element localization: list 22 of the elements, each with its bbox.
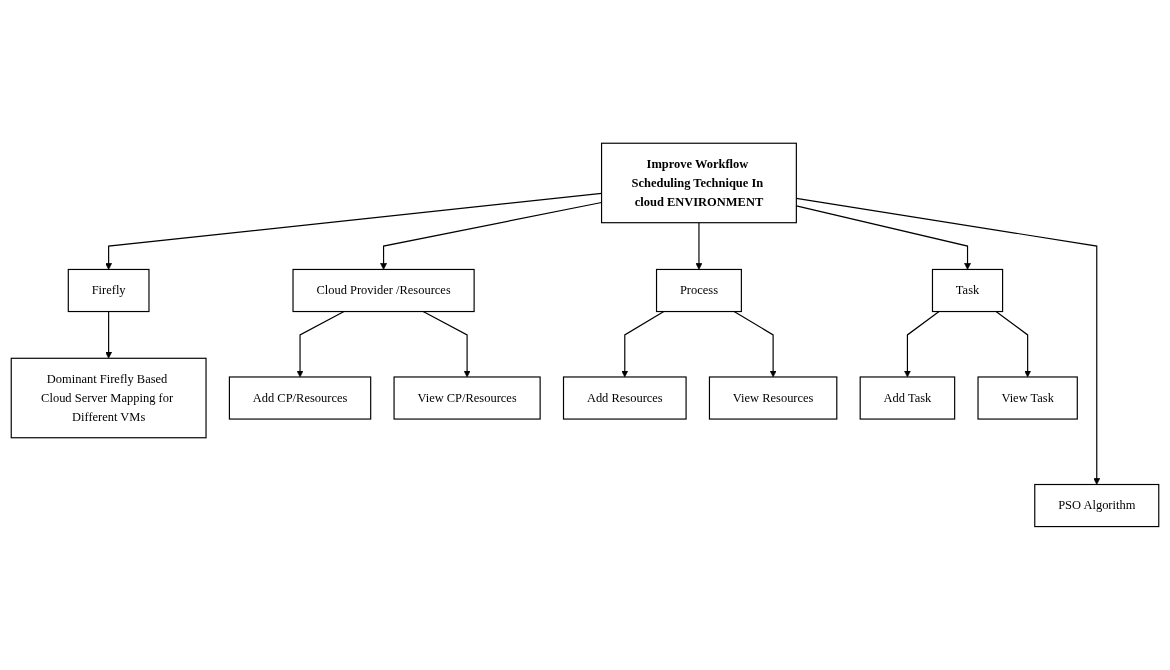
arrow	[904, 311, 940, 378]
node-box	[67, 268, 150, 313]
diagram: Improve Workflow Scheduling Technique In cloud ENVIRONMENT Firefly Cloud Provider /Resources Process Task Dominant Firefly Based Cloud Server Mapping for Different VMs Add CP/Resources View CP/Resources Add Resources View Resources Add Task View Task PSO Algorithm	[5, 137, 1165, 533]
arrow	[621, 311, 665, 378]
node-box	[977, 376, 1078, 420]
node-box	[859, 376, 956, 420]
node-box	[708, 376, 838, 420]
arrow	[296, 311, 345, 378]
arrow	[695, 222, 703, 270]
arrow	[995, 311, 1032, 378]
node-box	[931, 268, 1004, 313]
node-box	[655, 268, 742, 313]
arrow	[733, 311, 777, 378]
node-box	[600, 142, 797, 224]
node-box	[393, 376, 541, 420]
arrow	[105, 311, 113, 359]
node-box	[1034, 484, 1160, 528]
node-box	[10, 357, 207, 439]
arrow	[422, 311, 471, 378]
node-box	[228, 376, 372, 420]
node-box	[562, 376, 687, 420]
node-box	[292, 268, 475, 313]
